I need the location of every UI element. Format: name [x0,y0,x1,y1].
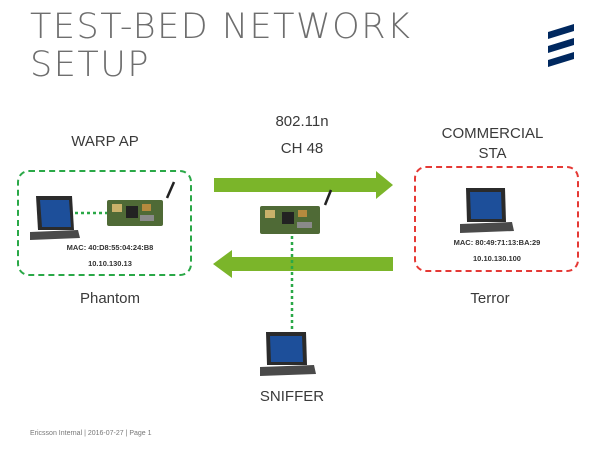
sta-label-line-2: STA [478,145,507,162]
ap-ip-address: 10.10.130.13 [88,259,132,268]
sniffer-label: SNIFFER [259,388,325,405]
ap-warp-board-icon [107,181,176,226]
sniffer-warp-board-icon [260,189,333,234]
ap-group-box [17,170,192,276]
ap-laptop-icon [30,196,80,240]
ap-mac-address: MAC: 40:D8:55:04:24:B8 [66,243,154,252]
ap-device-name: Phantom [79,290,141,307]
title-line-2: SETUP [30,45,150,85]
ap-label: WARP AP [71,133,139,150]
slide-footer: Ericsson Internal | 2016-07-27 | Page 1 [30,430,152,437]
sniffer-laptop-icon [260,332,316,376]
link-standard-label: 802.11n [275,113,329,130]
uplink-arrow [213,250,393,278]
link-channel-label: CH 48 [280,140,324,157]
sta-mac-address: MAC: 80:49:71:13:BA:29 [453,238,541,247]
title-line-1: TEST-BED NETWORK [30,7,412,47]
sta-laptop-icon [460,188,514,233]
slide-title: TEST-BED NETWORK SETUP [30,8,411,84]
sta-label-line-1: COMMERCIAL [441,125,544,142]
sta-group-box [414,166,579,272]
sta-ip-address: 10.10.130.100 [473,254,521,263]
sta-device-name: Terror [470,290,510,307]
downlink-arrow [214,171,393,199]
ericsson-logo-icon [548,24,574,67]
